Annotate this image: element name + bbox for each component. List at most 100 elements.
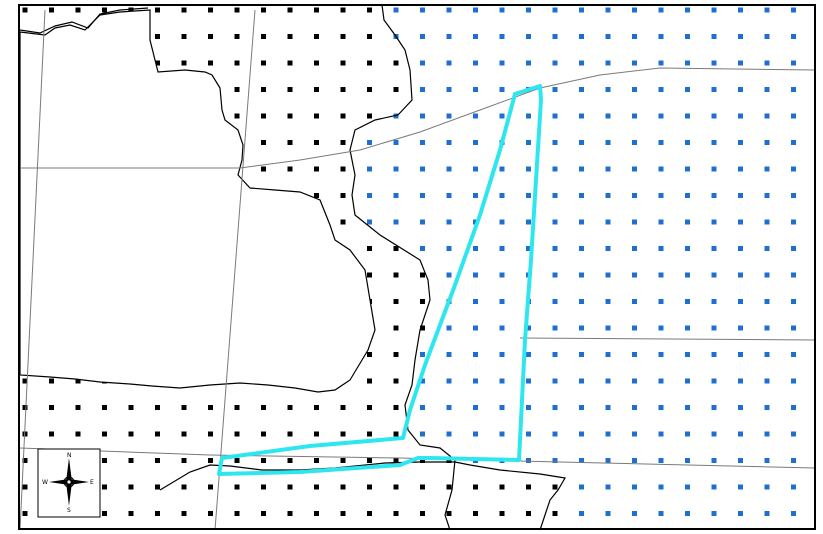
water-dot: [393, 193, 399, 198]
land-dot: [208, 484, 213, 490]
land-dot: [261, 484, 266, 490]
water-dot: [526, 60, 531, 66]
land-dot: [75, 405, 81, 410]
water-dot: [499, 219, 505, 225]
water-dot: [499, 113, 505, 119]
water-dot: [579, 511, 584, 516]
water-dot: [711, 299, 717, 304]
water-dot: [738, 7, 743, 13]
land-dot: [446, 484, 452, 490]
water-dot: [579, 325, 584, 331]
land-dot: [367, 378, 372, 384]
water-dot: [685, 7, 690, 13]
water-dot: [711, 34, 717, 39]
land-dot: [393, 405, 399, 410]
compass-west-label: W: [42, 479, 48, 486]
water-dot: [605, 511, 611, 516]
water-dot: [711, 352, 717, 357]
water-dot: [791, 166, 796, 172]
water-dot: [791, 511, 796, 516]
land-dot: [234, 34, 240, 39]
water-dot: [632, 511, 637, 516]
land-dot: [367, 60, 372, 66]
water-dot: [738, 511, 743, 516]
water-dot: [764, 272, 770, 278]
land-dot: [261, 113, 266, 119]
water-dot: [473, 7, 478, 13]
land-dot: [367, 34, 372, 39]
compass-rose: N S E W: [37, 448, 101, 518]
water-dot: [791, 60, 796, 66]
land-dot: [340, 219, 346, 225]
water-dot: [685, 405, 690, 410]
land-dot: [261, 34, 266, 39]
land-dot: [314, 405, 319, 410]
water-dot: [738, 352, 743, 357]
land-dot: [367, 272, 372, 278]
water-dot: [658, 458, 664, 463]
water-dot: [552, 299, 558, 304]
land-dot: [261, 166, 266, 172]
land-dot: [420, 325, 425, 331]
land-dot: [49, 378, 54, 384]
land-dot: [22, 484, 28, 490]
water-dot: [764, 299, 770, 304]
water-dot: [446, 193, 452, 198]
land-dot: [49, 405, 54, 410]
water-dot: [791, 272, 796, 278]
water-dot: [711, 511, 717, 516]
land-dot: [367, 405, 372, 410]
water-dot: [605, 7, 611, 13]
land-dot: [314, 511, 319, 516]
water-dot: [632, 166, 637, 172]
water-dot: [685, 140, 690, 145]
water-dot: [658, 378, 664, 384]
water-dot: [605, 378, 611, 384]
water-dot: [499, 87, 505, 92]
coastline-south: [159, 461, 566, 531]
land-dot: [287, 113, 293, 119]
land-dot: [102, 484, 107, 490]
water-dot: [632, 378, 637, 384]
water-dot: [579, 34, 584, 39]
water-dot: [632, 34, 637, 39]
water-dot: [658, 113, 664, 119]
water-dot: [764, 352, 770, 357]
land-dot: [340, 60, 346, 66]
water-dot: [658, 193, 664, 198]
land-dot: [261, 431, 266, 437]
land-dot: [208, 405, 213, 410]
water-dot: [738, 34, 743, 39]
water-dot: [632, 219, 637, 225]
water-dot: [711, 7, 717, 13]
water-dot: [632, 7, 637, 13]
land-dot: [208, 431, 213, 437]
land-dot: [261, 511, 266, 516]
water-dot: [393, 166, 399, 172]
land-dot: [261, 7, 266, 13]
water-dot: [499, 193, 505, 198]
water-dot: [446, 113, 452, 119]
water-dot: [446, 7, 452, 13]
water-dot: [526, 352, 531, 357]
land-dot: [287, 405, 293, 410]
land-dot: [526, 511, 531, 516]
water-dot: [658, 166, 664, 172]
water-dot: [738, 60, 743, 66]
water-dot: [711, 484, 717, 490]
land-dot: [49, 7, 54, 13]
water-dot: [658, 325, 664, 331]
study-area-boundary[interactable]: [217, 84, 543, 476]
land-dot: [234, 405, 240, 410]
water-dot: [685, 458, 690, 463]
water-dot: [552, 166, 558, 172]
water-dot: [605, 246, 611, 251]
water-dot: [473, 431, 478, 437]
land-dot: [261, 405, 266, 410]
water-dot: [764, 113, 770, 119]
land-dot: [155, 458, 160, 463]
water-dot: [605, 484, 611, 490]
land-dot: [234, 484, 240, 490]
water-dot: [473, 405, 478, 410]
